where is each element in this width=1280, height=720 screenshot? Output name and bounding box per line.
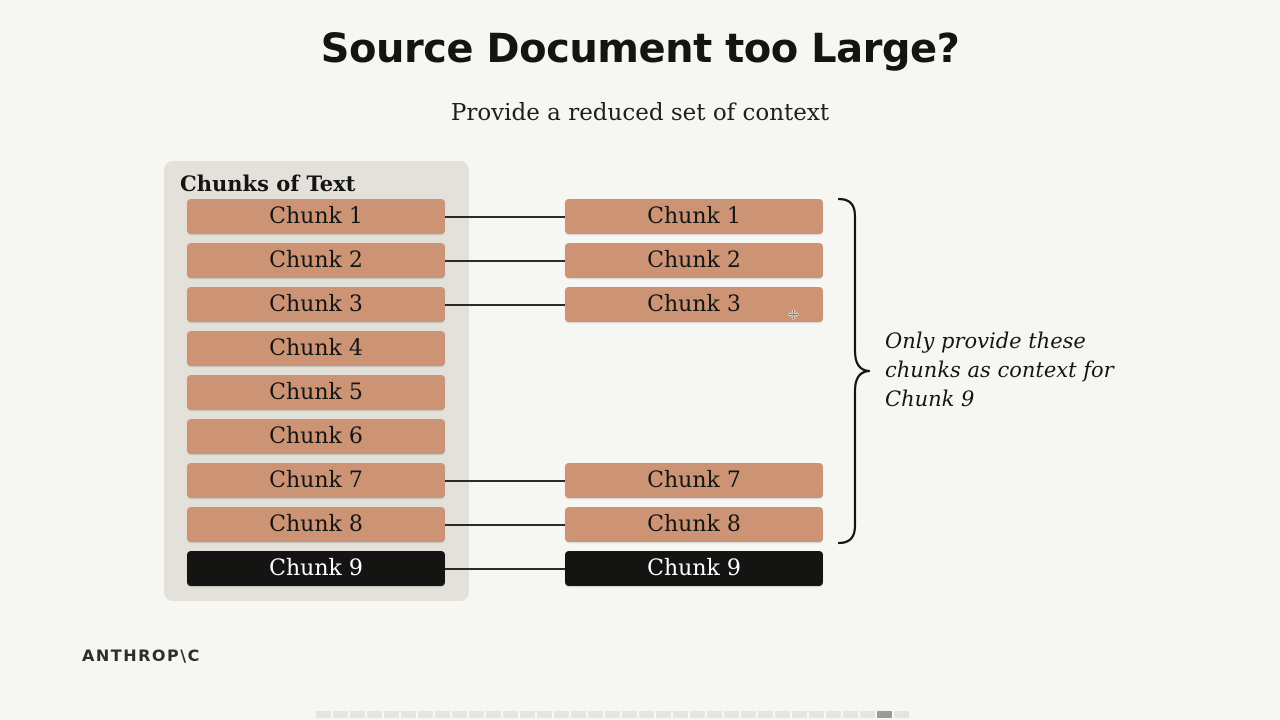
left-chunk-1: Chunk 1 [187,199,445,234]
slide-thumb[interactable] [775,711,790,718]
slide-thumb[interactable] [537,711,552,718]
slide-thumb[interactable] [333,711,348,718]
slide-thumb[interactable] [826,711,841,718]
slide-thumb[interactable] [860,711,875,718]
note-line-2: chunks as context for [885,358,1114,382]
slide-thumb[interactable] [843,711,858,718]
slide-thumb[interactable] [639,711,654,718]
slide-thumb[interactable] [673,711,688,718]
slide-thumb[interactable] [792,711,807,718]
connector-chunk-7 [445,480,565,482]
slide-thumb-current[interactable] [877,711,892,718]
anthropic-logo: ANTHROP\C [82,646,201,665]
slide-thumb[interactable] [724,711,739,718]
slide-thumb[interactable] [520,711,535,718]
slide-thumb[interactable] [469,711,484,718]
left-chunk-2: Chunk 2 [187,243,445,278]
slide-thumb[interactable] [316,711,331,718]
left-chunk-9-target: Chunk 9 [187,551,445,586]
slide-thumb[interactable] [486,711,501,718]
right-chunk-2: Chunk 2 [565,243,823,278]
left-chunk-3: Chunk 3 [187,287,445,322]
connector-chunk-3 [445,304,565,306]
slide-thumb[interactable] [554,711,569,718]
connector-chunk-2 [445,260,565,262]
slide-thumb[interactable] [605,711,620,718]
note-line-3: Chunk 9 [885,387,975,411]
slide-thumb[interactable] [401,711,416,718]
connector-chunk-9 [445,568,565,570]
move-cursor-icon [788,309,799,320]
slide-thumb[interactable] [452,711,467,718]
slide-thumb[interactable] [656,711,671,718]
left-chunk-5: Chunk 5 [187,375,445,410]
left-chunk-7: Chunk 7 [187,463,445,498]
slide-thumb[interactable] [707,711,722,718]
right-chunk-8: Chunk 8 [565,507,823,542]
note-line-1: Only provide these [885,329,1086,353]
context-note: Only provide these chunks as context for… [885,327,1185,414]
connector-chunk-1 [445,216,565,218]
right-chunk-1: Chunk 1 [565,199,823,234]
slide-thumb[interactable] [690,711,705,718]
right-chunk-9-target: Chunk 9 [565,551,823,586]
right-chunk-7: Chunk 7 [565,463,823,498]
slide-thumb[interactable] [367,711,382,718]
left-chunk-4: Chunk 4 [187,331,445,366]
curly-brace [837,197,871,545]
slide-thumb[interactable] [588,711,603,718]
slide-thumb[interactable] [809,711,824,718]
slide-thumb[interactable] [571,711,586,718]
slide-thumb[interactable] [758,711,773,718]
left-chunk-6: Chunk 6 [187,419,445,454]
slide-thumb[interactable] [435,711,450,718]
panel-title: Chunks of Text [180,171,356,196]
left-chunk-8: Chunk 8 [187,507,445,542]
right-chunk-3: Chunk 3 [565,287,823,322]
slide-thumb[interactable] [741,711,756,718]
slide-thumb[interactable] [418,711,433,718]
slide-navigator[interactable] [316,711,909,718]
slide-thumb[interactable] [350,711,365,718]
slide-thumb[interactable] [503,711,518,718]
slide-subtitle: Provide a reduced set of context [450,100,830,126]
slide-title: Source Document too Large? [320,26,960,72]
slide-thumb[interactable] [384,711,399,718]
slide-thumb[interactable] [622,711,637,718]
connector-chunk-8 [445,524,565,526]
slide-thumb[interactable] [894,711,909,718]
